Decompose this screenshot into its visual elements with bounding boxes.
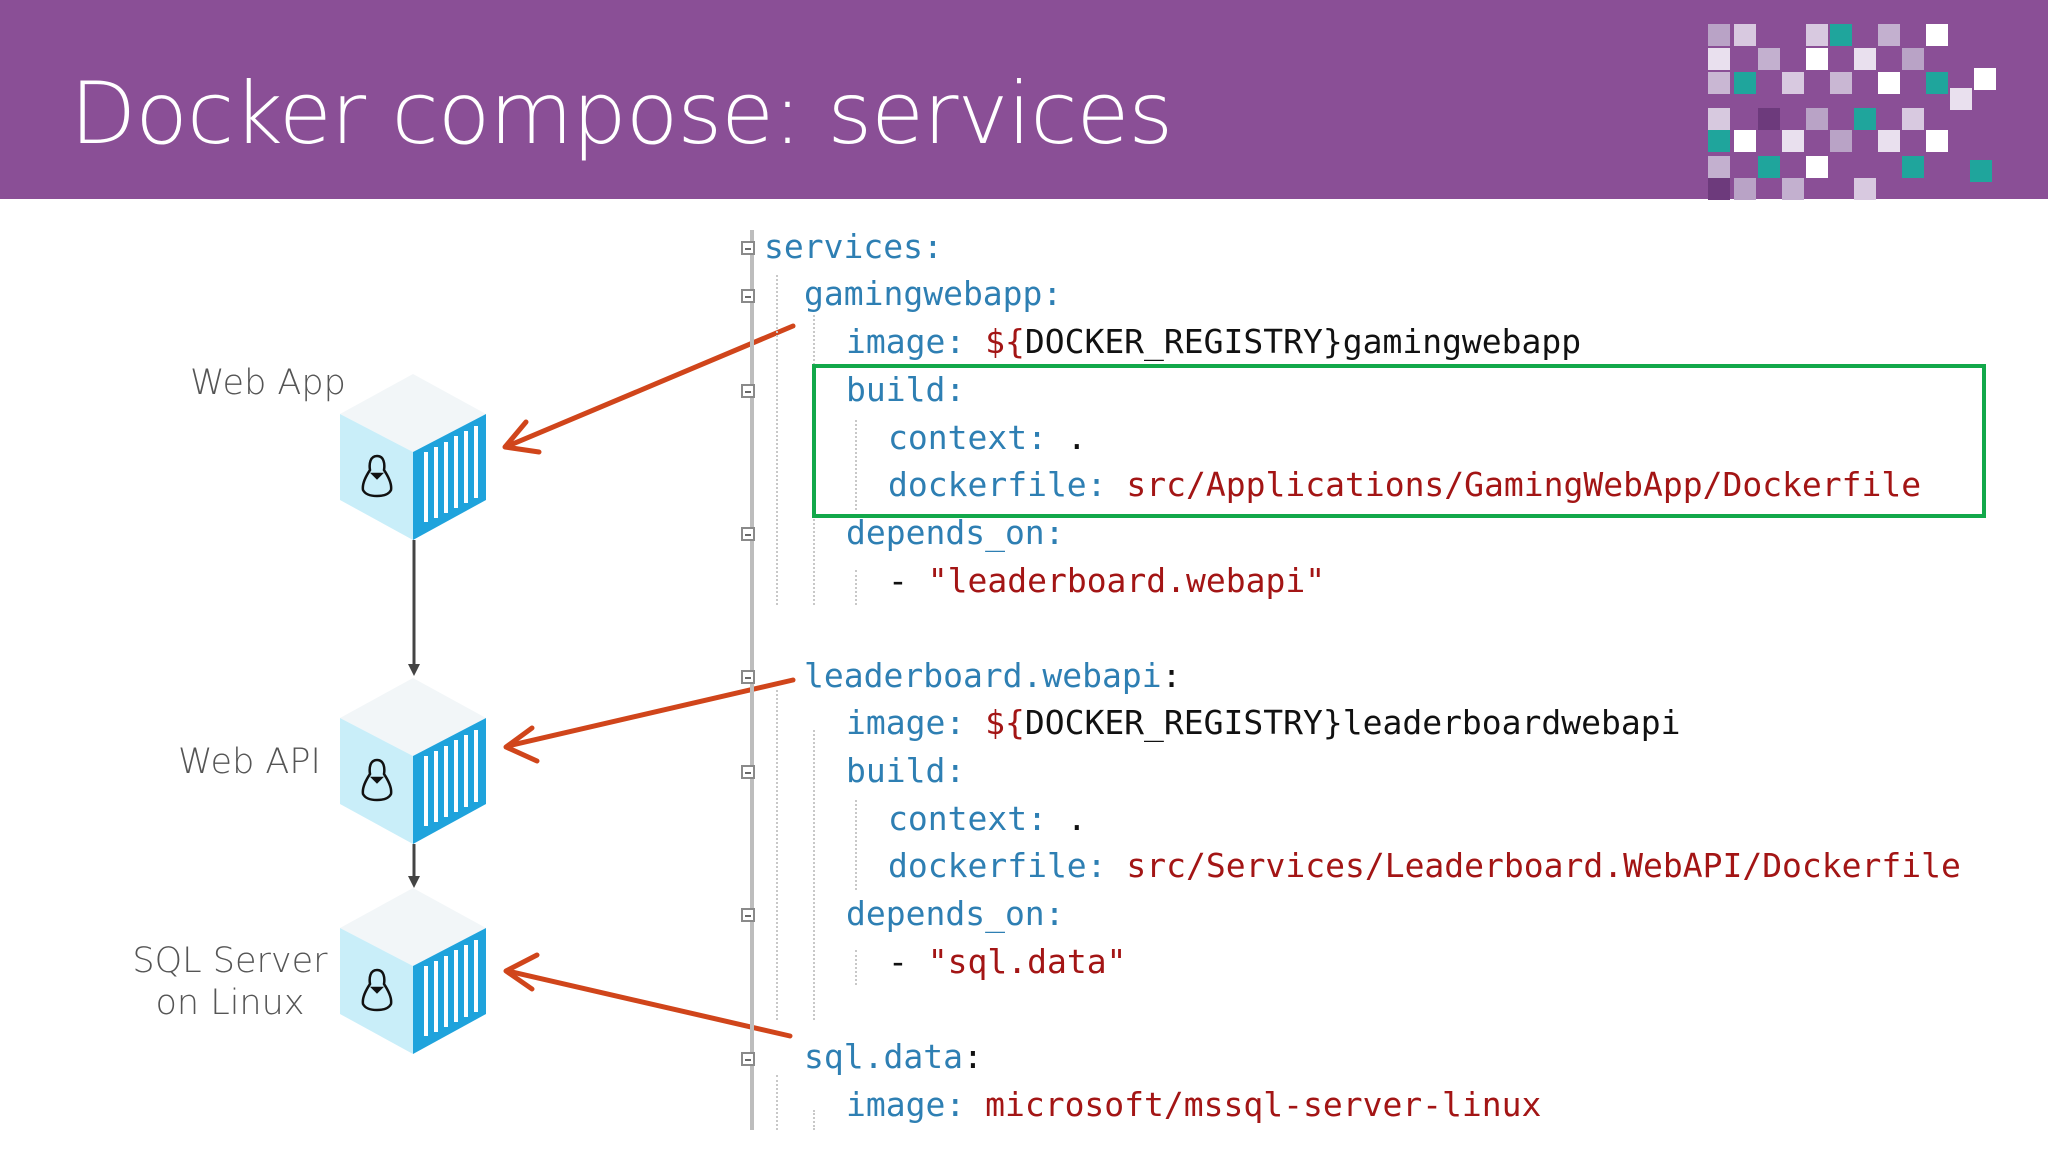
yaml-key: gamingwebapp: [804, 274, 1063, 313]
indent-guide [813, 1110, 815, 1130]
yaml-value: "leaderboard.webapi" [927, 561, 1326, 600]
indent-guide [855, 800, 857, 890]
yaml-value: DOCKER_REGISTRY}leaderboardwebapi [1024, 703, 1681, 742]
yaml-key: sql.data [804, 1037, 963, 1076]
node-label-sql-server: SQL Server on Linux [130, 940, 330, 1024]
arrow-gamingwebapp [502, 323, 796, 455]
decorative-mosaic [1700, 18, 2000, 200]
build-highlight-box [812, 364, 1986, 518]
yaml-value: src/Services/Leaderboard.WebAPI/Dockerfi… [1126, 846, 1961, 885]
fold-toggle-icon[interactable] [741, 241, 755, 255]
yaml-value: ${ [985, 322, 1025, 361]
indent-guide [776, 1075, 778, 1130]
web-api-container-icon [340, 678, 486, 844]
node-label-sql-line1: SQL Server [132, 941, 328, 981]
vertical-connectors [408, 540, 420, 888]
yaml-key: build: [846, 751, 966, 790]
yaml-colon: : [1161, 656, 1182, 695]
code-line: build: [846, 751, 965, 791]
indent-guide [855, 420, 857, 510]
code-line: depends_on: [846, 894, 1065, 934]
code-line: sql.data: [804, 1037, 983, 1077]
yaml-value: ${ [985, 703, 1025, 742]
node-label-web-app: Web App [190, 363, 346, 403]
yaml-value: "sql.data" [927, 942, 1127, 981]
code-line: build: [846, 370, 965, 410]
yaml-key: context: [888, 799, 1047, 838]
web-app-container-icon [340, 374, 486, 540]
yaml-key: leaderboard.webapi [804, 656, 1162, 695]
code-line: image: ${DOCKER_REGISTRY}gamingwebapp [846, 322, 1581, 362]
yaml-colon: : [962, 1037, 983, 1076]
indent-guide [855, 950, 857, 985]
code-line: image: microsoft/mssql-server-linux [846, 1085, 1541, 1125]
code-line: - "leaderboard.webapi" [888, 561, 1325, 601]
node-label-sql-line2: on Linux [155, 983, 305, 1023]
yaml-key: build: [846, 370, 966, 409]
yaml-key: image: [846, 703, 966, 742]
yaml-key: dockerfile: [888, 465, 1107, 504]
code-line: services: [764, 227, 943, 267]
code-line: image: ${DOCKER_REGISTRY}leaderboardweba… [846, 703, 1680, 743]
yaml-value: src/Applications/GamingWebApp/Dockerfile [1126, 465, 1922, 504]
sql-server-container-icon [340, 888, 486, 1054]
fold-toggle-icon[interactable] [741, 384, 755, 398]
code-line: dockerfile: src/Applications/GamingWebAp… [888, 465, 1921, 505]
yaml-value: microsoft/mssql-server-linux [985, 1085, 1542, 1124]
indent-guide [813, 730, 815, 1020]
yaml-key: dockerfile: [888, 846, 1107, 885]
fold-toggle-icon[interactable] [741, 1052, 755, 1066]
fold-toggle-icon[interactable] [741, 765, 755, 779]
code-line: gamingwebapp: [804, 274, 1062, 314]
yaml-key: image: [846, 1085, 966, 1124]
yaml-dash: - [888, 561, 908, 600]
fold-toggle-icon[interactable] [741, 289, 755, 303]
code-line: context: . [888, 418, 1087, 458]
arrow-sql-data [503, 952, 793, 1039]
indent-guide [776, 690, 778, 1020]
arrow-leaderboard [503, 677, 796, 764]
slide-header: Docker compose: services [0, 0, 2048, 200]
yaml-key: depends_on: [846, 513, 1065, 552]
yaml-key: depends_on: [846, 894, 1065, 933]
fold-toggle-icon[interactable] [741, 908, 755, 922]
slide-title: Docker compose: services [70, 64, 1173, 164]
code-line: depends_on: [846, 513, 1065, 553]
code-line: leaderboard.webapi: [804, 656, 1182, 696]
code-line: context: . [888, 799, 1087, 839]
yaml-key: context: [888, 418, 1047, 457]
fold-toggle-icon[interactable] [741, 527, 755, 541]
code-line: dockerfile: src/Services/Leaderboard.Web… [888, 846, 1961, 886]
yaml-key: image: [846, 322, 966, 361]
code-line: - "sql.data" [888, 942, 1126, 982]
indent-guide [776, 275, 778, 605]
yaml-dash: - [888, 942, 908, 981]
yaml-value: . [1066, 799, 1087, 838]
yaml-value: DOCKER_REGISTRY}gamingwebapp [1024, 322, 1582, 361]
yaml-value: . [1066, 418, 1087, 457]
indent-guide [855, 570, 857, 605]
fold-toggle-icon[interactable] [741, 670, 755, 684]
yaml-key: services: [764, 227, 943, 266]
node-label-web-api: Web API [178, 742, 321, 782]
